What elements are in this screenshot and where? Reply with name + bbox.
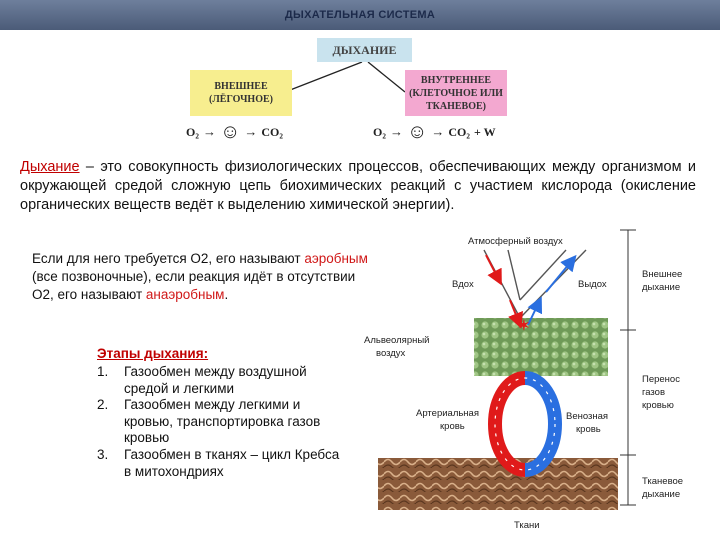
formula-int-out: CO₂ [448, 124, 470, 139]
label-alveolar-1: Альвеолярный [364, 335, 429, 346]
label-transport-3: кровью [642, 400, 674, 411]
respiration-label: ДЫХАНИЕ [332, 42, 397, 57]
label-arterial-2: кровь [440, 421, 465, 432]
arrow-right-icon: → [202, 124, 216, 139]
external-label: ВНЕШНЕЕ [214, 81, 268, 92]
airway-lines [483, 249, 587, 319]
connector-left [284, 61, 363, 93]
label-transport-2: газов [642, 387, 665, 398]
label-external-1: Внешнее [642, 269, 682, 280]
page-title: ДЫХАТЕЛЬНАЯ СИСТЕМА [284, 9, 436, 21]
internal-sublabel-2: ТКАНЕВОЕ) [425, 100, 487, 112]
external-box: ВНЕШНЕЕ (ЛЁГОЧНОЕ) [190, 70, 292, 116]
stage-text: Газообмен между легкими и кровью, трансп… [124, 397, 321, 446]
tissue-block [378, 458, 618, 510]
exhale-arrow-icon [545, 254, 577, 293]
label-external-2: дыхание [642, 282, 680, 293]
vessel-flow-lines [494, 377, 556, 471]
oxygen-arrow-icon [508, 299, 523, 329]
label-atmospheric-air: Атмосферный воздух [468, 236, 563, 247]
internal-sublabel-1: (КЛЕТОЧНОЕ ИЛИ [409, 87, 503, 99]
co2-arrow-icon [527, 296, 543, 326]
stage-item: 2. Газообмен между легкими и кровью, тран… [97, 397, 347, 447]
formula-ext-in: O₂ [186, 124, 199, 139]
alveolar-tissue [474, 318, 608, 376]
exchange-star-icon: ✶ [518, 317, 530, 333]
connector-right [367, 61, 406, 93]
definition-text: – это совокупность физиологических проце… [20, 159, 696, 213]
internal-box: ВНУТРЕННЕЕ (КЛЕТОЧНОЕ ИЛИ ТКАНЕВОЕ) [405, 70, 507, 116]
definition-term: Дыхание [20, 159, 80, 175]
arrow-right-icon: → [389, 124, 403, 139]
airway-line [507, 249, 521, 301]
anaerobic-word: анаэробным [145, 287, 225, 302]
label-venous-1: Венозная [566, 411, 608, 422]
header-bar: ДЫХАТЕЛЬНАЯ СИСТЕМА [0, 0, 720, 30]
stage-item: 3. Газообмен в тканях – цикл Кребса в мит… [97, 447, 347, 480]
stage-text: Газообмен в тканях – цикл Кребса в митох… [124, 446, 340, 479]
label-alveolar-2: воздух [376, 348, 406, 359]
venous-vessel [524, 371, 562, 477]
arterial-vessel [488, 371, 526, 477]
label-tissue-resp-2: дыхание [642, 489, 680, 500]
label-tissue-resp-1: Тканевое [642, 476, 683, 487]
formula-ext-out: CO₂ [261, 124, 283, 139]
aerobic-text-3: . [224, 287, 229, 302]
label-arterial-1: Артериальная [416, 408, 479, 419]
smiley-icon: ☺ [219, 121, 241, 143]
formula-internal: O₂ → ☺ → CO₂ + W [373, 122, 496, 142]
label-exhale: Выдох [578, 279, 607, 290]
stages-list: 1. Газообмен между воздушной средой и лег… [97, 364, 347, 480]
arrow-right-icon: → [431, 124, 445, 139]
stage-number: 2. [97, 397, 109, 413]
stage-number: 3. [97, 446, 109, 462]
label-transport-1: Перенос [642, 374, 680, 385]
definition-paragraph: Дыхание – это совокупность физиологическ… [20, 158, 696, 215]
label-venous-2: кровь [576, 424, 601, 435]
aerobic-word: аэробным [304, 251, 368, 266]
arrow-right-icon: → [244, 124, 258, 139]
internal-label: ВНУТРЕННЕЕ [420, 74, 492, 86]
formula-external: O₂ → ☺ → CO₂ [186, 122, 283, 142]
external-sublabel: (ЛЁГОЧНОЕ) [209, 94, 273, 105]
formula-int-extra: + W [473, 124, 496, 139]
stage-brackets [620, 229, 636, 506]
formula-int-in: O₂ [373, 124, 386, 139]
respiration-box: ДЫХАНИЕ [317, 38, 412, 62]
inhale-arrow-icon [485, 254, 502, 286]
label-inhale: Вдох [452, 279, 474, 290]
airway-line [519, 249, 567, 301]
label-tissues: Ткани [514, 520, 540, 531]
aerobic-paragraph: Если для него требуется O2, его называют… [32, 250, 372, 304]
stage-item: 1. Газообмен между воздушной средой и лег… [97, 364, 347, 397]
stages-title: Этапы дыхания: [97, 346, 209, 361]
aerobic-text-2: (все позвоночные), если реакция идёт в о… [32, 269, 356, 302]
stage-text: Газообмен между воздушной средой и легки… [124, 364, 307, 396]
stage-number: 1. [97, 364, 109, 379]
aerobic-text-1: Если для него требуется O2, его называют [32, 251, 305, 266]
smiley-icon: ☺ [406, 121, 428, 143]
